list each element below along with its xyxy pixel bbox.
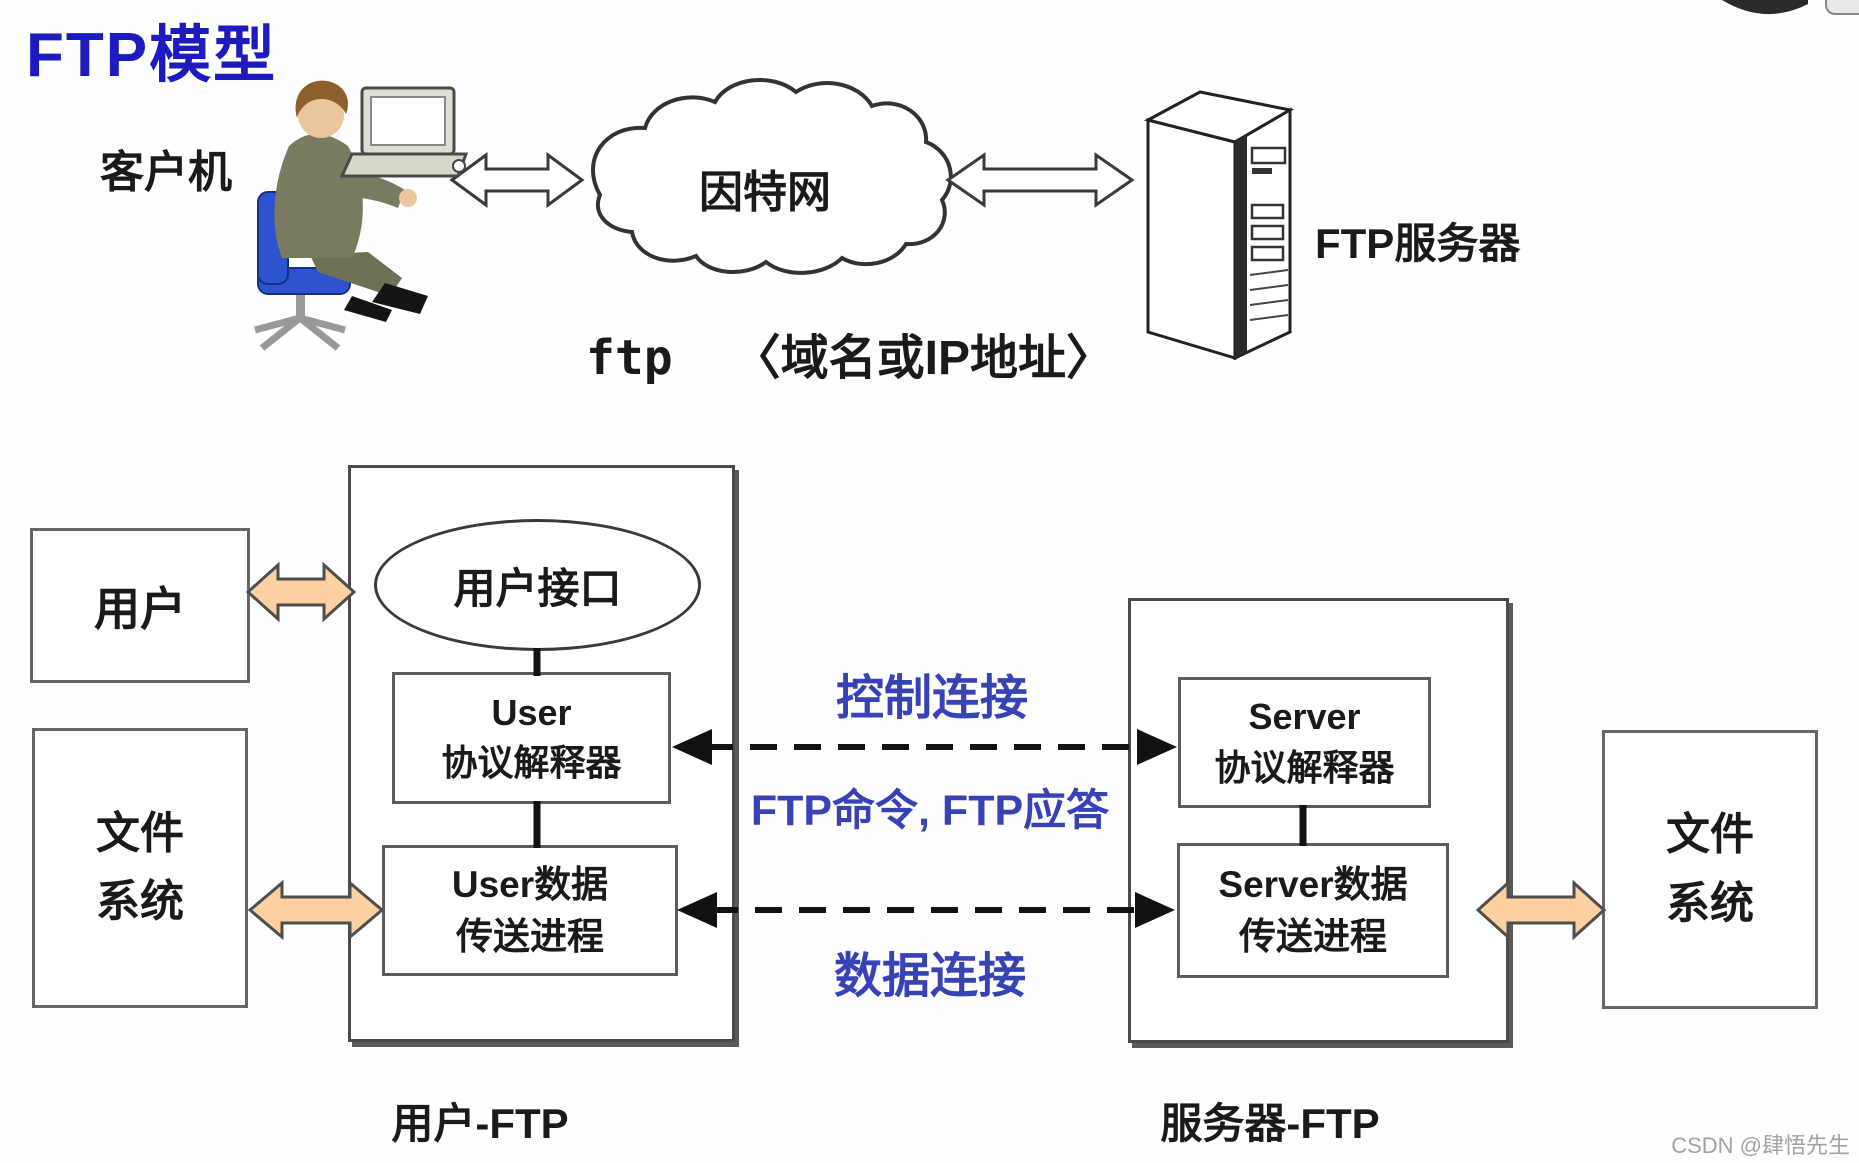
user-protocol-interpreter-box: User 协议解释器 xyxy=(392,672,671,804)
control-connection-arrow xyxy=(672,729,1177,765)
person-arm xyxy=(338,168,405,208)
server-label: FTP服务器 xyxy=(1315,220,1521,267)
user-dtp-line2: 传送进程 xyxy=(456,915,604,957)
fs-left-line1: 文件 xyxy=(96,808,184,858)
control-connection-label: 控制连接 xyxy=(835,672,1028,725)
server-dtp-line2: 传送进程 xyxy=(1239,915,1387,957)
user-dtp-line1: User数据 xyxy=(451,863,609,905)
person-torso xyxy=(274,134,363,258)
chair-post xyxy=(296,288,305,320)
user-interface-label: 用户接口 xyxy=(453,564,622,612)
fs-left-line2: 系统 xyxy=(96,877,184,926)
computer-keyboard xyxy=(339,152,469,178)
control-connection-detail: FTP命令, FTP应答 xyxy=(750,787,1110,835)
server-pi-line1: Server xyxy=(1248,696,1361,738)
fs-right-line2: 系统 xyxy=(1666,878,1754,928)
user-box: 用户 xyxy=(30,528,250,683)
server-drive-bay xyxy=(1250,146,1287,165)
user-pi-line2: 协议解释器 xyxy=(441,742,622,783)
fs-right-line1: 文件 xyxy=(1666,810,1754,860)
person-hand xyxy=(399,189,417,207)
internet-cloud xyxy=(590,78,953,275)
server-dtp-line1: Server数据 xyxy=(1218,863,1408,905)
page-title: FTP模型 xyxy=(26,21,278,90)
user-box-label: 用户 xyxy=(94,582,186,635)
person-shoe2 xyxy=(344,296,392,322)
client-label: 客户机 xyxy=(100,148,232,197)
user-ftp-caption: 用户-FTP xyxy=(391,1100,569,1147)
ftp-address-text: 〈域名或IP地址〉 xyxy=(732,332,1115,385)
person-head xyxy=(298,92,344,138)
person-legs xyxy=(310,252,402,296)
arrow-internet-server xyxy=(945,152,1135,208)
server-illustration xyxy=(1143,90,1295,361)
file-system-left-box: 文件 系统 xyxy=(32,728,248,1008)
arrow-client-internet xyxy=(449,152,585,208)
arrow-user-interface xyxy=(245,561,357,623)
server-protocol-interpreter-box: Server 协议解释器 xyxy=(1178,677,1431,808)
person-shoe xyxy=(372,283,428,314)
corner-decoration xyxy=(1722,0,1859,15)
internet-label: 因特网 xyxy=(699,168,831,217)
ftp-command-line: ftp 〈域名或IP地址〉 xyxy=(520,318,1180,388)
data-connection-label: 数据连接 xyxy=(833,950,1026,1003)
user-pi-line1: User xyxy=(491,691,572,733)
data-connection-arrow xyxy=(677,892,1175,928)
client-illustration xyxy=(254,80,469,351)
server-pi-line2: 协议解释器 xyxy=(1214,746,1395,788)
ftp-command-text: ftp xyxy=(585,330,673,386)
orange-arrows xyxy=(245,561,1607,941)
watermark: CSDN @肆悟先生 xyxy=(1671,1133,1850,1158)
user-interface-ellipse: 用户接口 xyxy=(374,519,701,651)
file-system-right-box: 文件 系统 xyxy=(1602,730,1818,1009)
arrow-fs-user-dtp xyxy=(247,879,385,941)
server-ftp-caption: 服务器-FTP xyxy=(1160,1100,1380,1147)
server-data-transfer-box: Server数据 传送进程 xyxy=(1177,843,1449,978)
person-hair xyxy=(295,80,349,118)
arrow-server-dtp-fs xyxy=(1475,879,1607,941)
computer-mouse xyxy=(452,159,466,173)
